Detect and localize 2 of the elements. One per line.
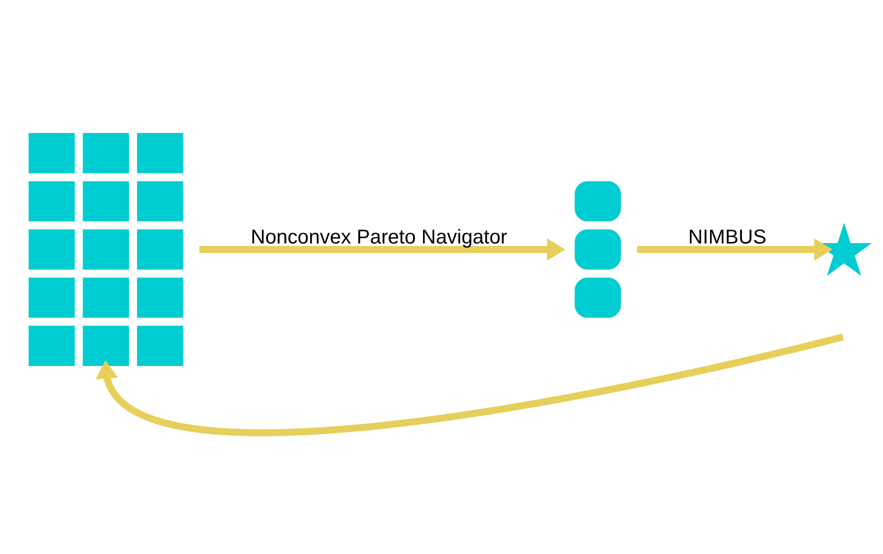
edge-label: NIMBUS [688,226,766,248]
edge-label: Nonconvex Pareto Navigator [250,226,508,248]
